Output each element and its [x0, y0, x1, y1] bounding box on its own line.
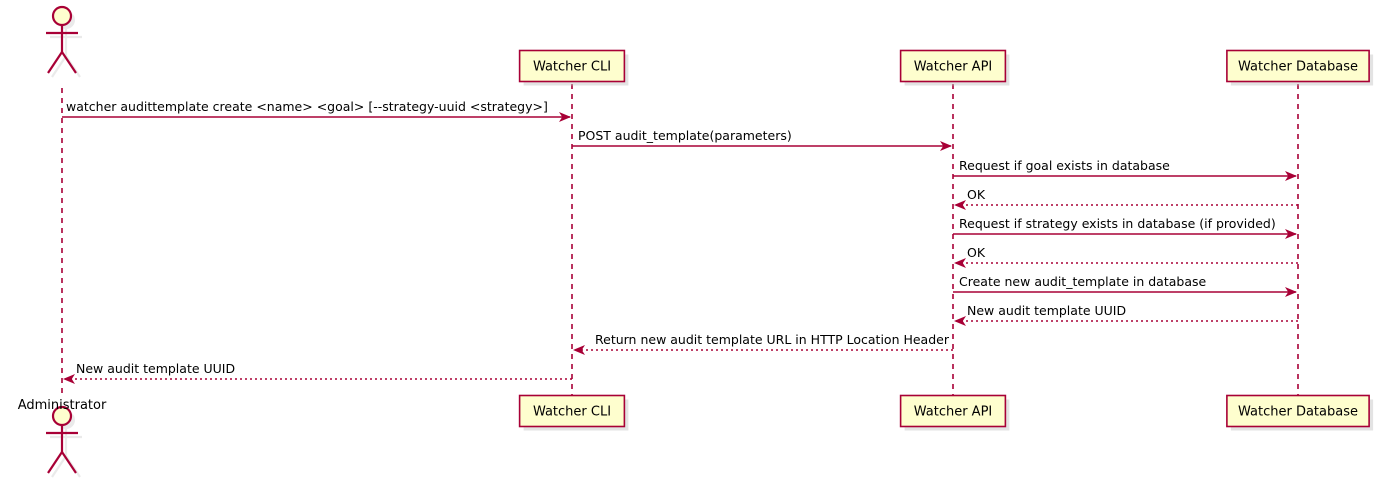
message-1: POST audit_template(parameters)	[572, 128, 952, 151]
message-label: New audit template UUID	[967, 303, 1126, 318]
participant-box[interactable]	[518, 49, 626, 83]
actor-administrator[interactable]: Administrator	[18, 0, 107, 78]
actor-label: Administrator	[18, 398, 107, 413]
message-0: watcher audittemplate create <name> <goa…	[62, 99, 571, 122]
message-6: Create new audit_template in database	[953, 274, 1297, 297]
participant-watcher-api[interactable]: Watcher API	[899, 394, 1010, 431]
message-label: watcher audittemplate create <name> <goa…	[66, 99, 548, 114]
participant-label: Watcher CLI	[533, 405, 611, 420]
message-7: New audit template UUID	[954, 303, 1298, 326]
participant-watcher-db[interactable]: Watcher Database	[1226, 394, 1374, 431]
participant-label: Watcher Database	[1238, 60, 1358, 75]
actor-label: Administrator	[18, 0, 107, 4]
participant-watcher-cli[interactable]: Watcher CLI	[518, 394, 629, 431]
message-9: New audit template UUID	[63, 361, 572, 384]
message-3: OK	[954, 187, 1298, 210]
messages-layer: watcher audittemplate create <name> <goa…	[62, 99, 1298, 384]
lifelines-layer	[61, 84, 1299, 396]
participants-layer: AdministratorAdministratorWatcher CLIWat…	[18, 0, 1374, 478]
message-label: OK	[967, 187, 986, 202]
message-label: OK	[967, 245, 986, 260]
participant-label: Watcher Database	[1238, 405, 1358, 420]
actor-head-icon	[51, 5, 73, 27]
message-label: New audit template UUID	[76, 361, 235, 376]
participant-label: Watcher API	[914, 60, 993, 75]
participant-box[interactable]	[1226, 394, 1370, 428]
actor-leg-left	[47, 451, 63, 474]
participant-label: Watcher API	[914, 405, 993, 420]
message-label: Request if goal exists in database	[959, 158, 1170, 173]
message-label: Request if strategy exists in database (…	[959, 216, 1276, 231]
message-label: Return new audit template URL in HTTP Lo…	[595, 332, 950, 347]
message-8: Return new audit template URL in HTTP Lo…	[573, 332, 953, 355]
participant-watcher-api[interactable]: Watcher API	[899, 49, 1010, 86]
actor-leg-right	[61, 451, 77, 474]
message-label: POST audit_template(parameters)	[578, 128, 792, 143]
message-2: Request if goal exists in database	[953, 158, 1297, 181]
participant-watcher-cli[interactable]: Watcher CLI	[518, 49, 629, 86]
participant-box[interactable]	[899, 394, 1007, 428]
participant-label: Watcher CLI	[533, 60, 611, 75]
participant-box[interactable]	[899, 49, 1007, 83]
message-label: Create new audit_template in database	[959, 274, 1206, 289]
actor-leg-right	[61, 51, 77, 74]
message-5: OK	[954, 245, 1298, 268]
actor-administrator[interactable]: Administrator	[18, 398, 107, 478]
actor-leg-left	[47, 51, 63, 74]
participant-box[interactable]	[1226, 49, 1370, 83]
message-4: Request if strategy exists in database (…	[953, 216, 1297, 239]
participant-box[interactable]	[518, 394, 626, 428]
participant-watcher-db[interactable]: Watcher Database	[1226, 49, 1374, 86]
